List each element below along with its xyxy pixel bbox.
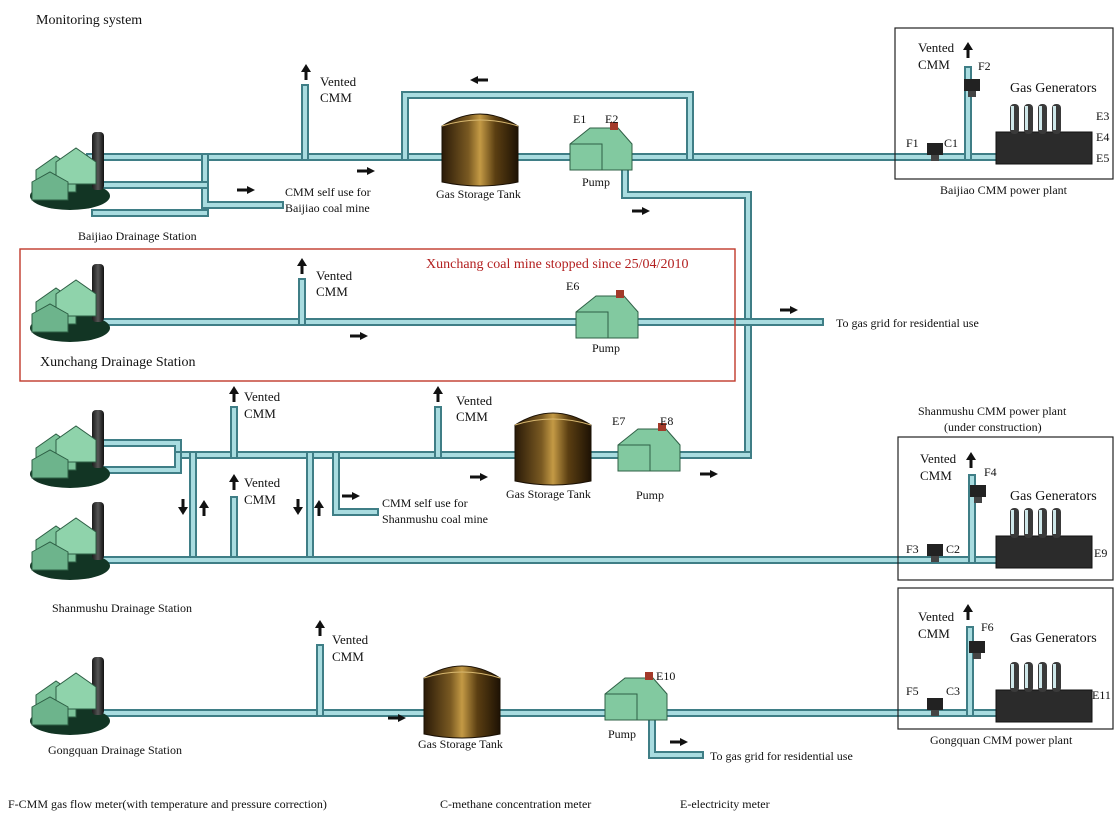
gongquan-tank-label: Gas Storage Tank <box>418 737 503 751</box>
xunchang-pump-label: Pump <box>592 341 620 355</box>
baijiao-plant-label: Baijiao CMM power plant <box>940 183 1068 197</box>
baijiao-tank-label: Gas Storage Tank <box>436 187 521 201</box>
baijiao-self-use-line2: Baijiao coal mine <box>285 201 370 215</box>
legend-flow-meter: F-CMM gas flow meter(with temperature an… <box>8 797 327 811</box>
vented-label-8b: CMM <box>920 468 952 483</box>
shanmushu-pump-label: Pump <box>636 488 664 502</box>
meter-label-e6: E6 <box>566 279 579 293</box>
baijiao-self-use-line1: CMM self use for <box>285 185 371 199</box>
shanmushu-pump <box>617 422 681 472</box>
vented-label-8a: Vented <box>920 451 957 466</box>
shanmushu-generators-label: Gas Generators <box>1010 489 1097 504</box>
vented-label-5a: Vented <box>244 475 281 490</box>
legend-concentration-meter: C-methane concentration meter <box>440 797 591 811</box>
gongquan-station-icon <box>29 656 111 736</box>
vented-label-4a: Vented <box>456 393 493 408</box>
shanmushu-gas-storage-tank <box>514 412 592 486</box>
meter-label-f2: F2 <box>978 59 991 73</box>
meter-label-e7: E7 <box>612 414 625 428</box>
meter-label-e1: E1 <box>573 112 586 126</box>
vented-label-2b: CMM <box>316 284 348 299</box>
shanmushu-self-use-line1: CMM self use for <box>382 496 468 510</box>
shanmushu-station-icon-upper <box>29 409 111 489</box>
meter-label-e2: E2 <box>605 112 618 126</box>
gongquan-gas-generators <box>995 661 1093 723</box>
gongquan-station-label: Gongquan Drainage Station <box>48 743 182 757</box>
meter-label-e5: E5 <box>1096 151 1109 165</box>
xunchang-pump <box>575 289 639 339</box>
meter-label-e4: E4 <box>1096 130 1109 144</box>
shanmushu-plant-label-1: Shanmushu CMM power plant <box>918 404 1067 418</box>
vented-label-6a: Vented <box>332 632 369 647</box>
vented-label-4b: CMM <box>456 409 488 424</box>
vented-label-7b: CMM <box>918 57 950 72</box>
xunchang-station-label: Xunchang Drainage Station <box>40 355 196 370</box>
shanmushu-plant-label-2: (under construction) <box>944 420 1042 434</box>
shanmushu-gas-generators <box>995 507 1093 569</box>
gongquan-grid-label: To gas grid for residential use <box>710 749 853 763</box>
gongquan-pump-label: Pump <box>608 727 636 741</box>
vented-label-3b: CMM <box>244 406 276 421</box>
xunchang-stopped-box <box>19 248 736 382</box>
shanmushu-station-label: Shanmushu Drainage Station <box>52 601 192 615</box>
meter-label-f6: F6 <box>981 620 994 634</box>
meter-label-e10: E10 <box>656 669 675 683</box>
meter-label-f4: F4 <box>984 465 997 479</box>
vented-label-6b: CMM <box>332 649 364 664</box>
meter-label-e8: E8 <box>660 414 673 428</box>
vented-label-9b: CMM <box>918 626 950 641</box>
meter-label-f3: F3 <box>906 542 919 556</box>
baijiao-station-label: Baijiao Drainage Station <box>78 229 197 243</box>
meter-label-f1: F1 <box>906 136 919 150</box>
baijiao-generators-label: Gas Generators <box>1010 81 1097 96</box>
meter-label-e3: E3 <box>1096 109 1109 123</box>
meter-label-c1: C1 <box>944 136 958 150</box>
baijiao-gas-storage-tank <box>441 113 519 187</box>
shanmushu-tank-label: Gas Storage Tank <box>506 487 591 501</box>
baijiao-pump <box>569 121 633 171</box>
vented-label-5b: CMM <box>244 492 276 507</box>
vented-label-7a: Vented <box>918 40 955 55</box>
meter-label-e11: E11 <box>1092 688 1111 702</box>
shanmushu-plant-box <box>897 436 1114 581</box>
meter-label-f5: F5 <box>906 684 919 698</box>
vented-label-1a: Vented <box>320 74 357 89</box>
meter-label-c2: C2 <box>946 542 960 556</box>
xunchang-stopped-notice: Xunchang coal mine stopped since 25/04/2… <box>426 257 688 272</box>
meter-label-c3: C3 <box>946 684 960 698</box>
pipe-network <box>86 66 1004 759</box>
xunchang-grid-label: To gas grid for residential use <box>836 316 979 330</box>
baijiao-pump-label: Pump <box>582 175 610 189</box>
gongquan-plant-label: Gongquan CMM power plant <box>930 733 1073 747</box>
vented-label-9a: Vented <box>918 609 955 624</box>
baijiao-station-icon <box>29 131 111 211</box>
shanmushu-station-icon-lower <box>29 501 111 581</box>
legend-electricity-meter: E-electricity meter <box>680 797 770 811</box>
vented-label-1b: CMM <box>320 90 352 105</box>
xunchang-station-icon <box>29 263 111 343</box>
diagram-title: Monitoring system <box>36 13 142 28</box>
vented-label-3a: Vented <box>244 389 281 404</box>
gongquan-plant-box <box>897 587 1114 730</box>
meter-label-e9: E9 <box>1094 546 1107 560</box>
baijiao-gas-generators <box>995 103 1093 165</box>
shanmushu-self-use-line2: Shanmushu coal mine <box>382 512 488 526</box>
gongquan-gas-storage-tank <box>423 665 501 739</box>
gongquan-generators-label: Gas Generators <box>1010 631 1097 646</box>
vented-label-2a: Vented <box>316 268 353 283</box>
baijiao-plant-box <box>894 27 1114 180</box>
